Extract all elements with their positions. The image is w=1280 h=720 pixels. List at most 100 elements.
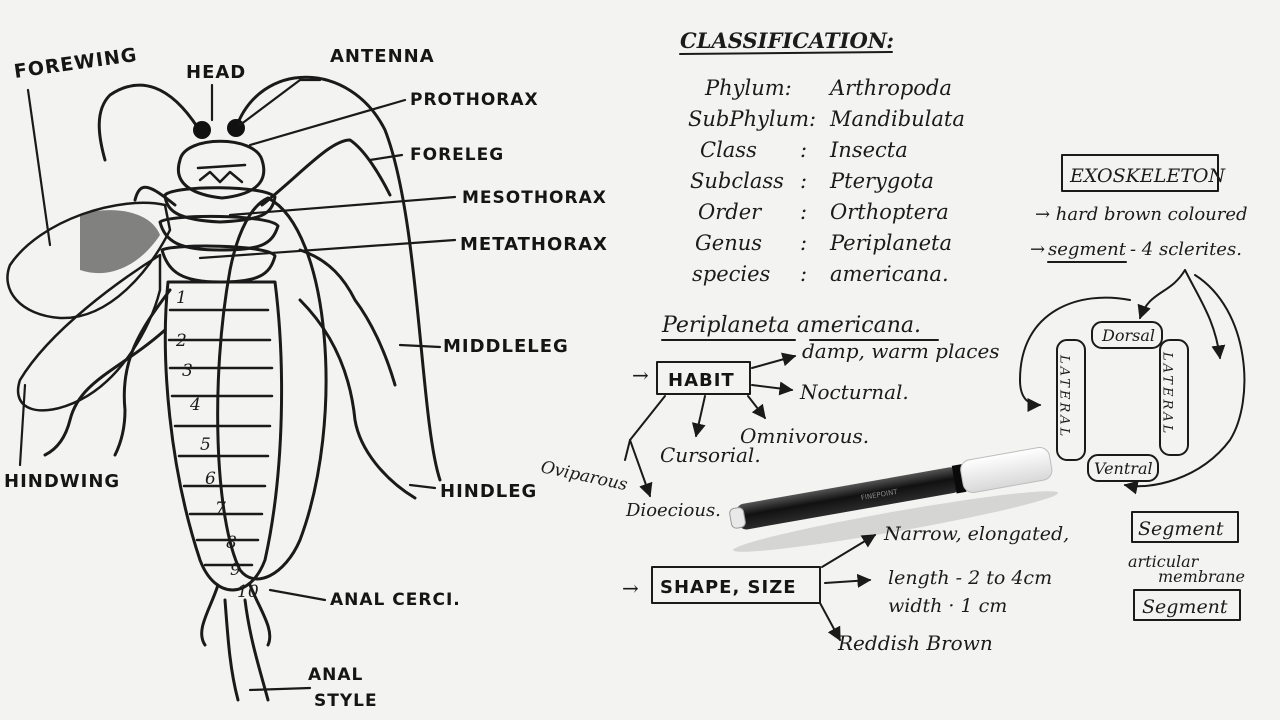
right-lateral-sclerite <box>1159 339 1189 456</box>
right-antenna <box>234 75 442 482</box>
label-head: HEAD <box>186 62 246 83</box>
segment-label-upper: Segment <box>1138 518 1224 540</box>
mouth-parts <box>196 163 247 184</box>
right-hindleg <box>298 298 417 500</box>
anal-cerci <box>200 583 272 647</box>
classification-separator: : <box>800 200 807 224</box>
label-forewing: FOREWING <box>13 44 139 83</box>
classification-rank: Class <box>700 138 757 162</box>
exoskeleton-box-label: EXOSKELETON <box>1069 165 1226 187</box>
classification-rows: Phylum:ArthropodaSubPhylum:MandibulataCl… <box>688 76 965 286</box>
anal-styles <box>223 598 270 702</box>
abdomen-segment-number: 6 <box>205 469 216 489</box>
shape-pointer-arrow: → <box>622 576 639 600</box>
label-prothorax: PROTHORAX <box>410 90 539 110</box>
left-eye <box>193 121 211 139</box>
label-hindwing: HINDWING <box>4 471 120 492</box>
label-anal-cerci: ANAL CERCI. <box>330 590 461 610</box>
habit-item-oviparous: Oviparous <box>539 457 630 495</box>
classification-title-underline <box>679 51 893 55</box>
classification-value: Mandibulata <box>829 107 965 131</box>
left-hindleg <box>43 328 167 457</box>
abdomen-segment-number: 1 <box>176 288 187 308</box>
pen-shadow <box>733 491 1059 552</box>
classification-separator: : <box>800 169 807 193</box>
habit-item-omnivorous: Omnivorous. <box>740 424 869 448</box>
label-mesothorax: MESOTHORAX <box>462 188 607 208</box>
shape-size-block: → SHAPE, SIZE Narrow, elongated, length … <box>622 523 1069 655</box>
mesothorax-shape <box>158 214 280 252</box>
shape-item-colour: Reddish Brown <box>837 631 993 655</box>
abdomen-segment-number: 10 <box>237 582 259 602</box>
right-eye <box>227 119 245 137</box>
right-midleg <box>298 248 397 387</box>
classification-rank: Order <box>698 200 763 224</box>
classification-rank: species <box>692 262 771 286</box>
classification-separator: : <box>800 231 807 255</box>
label-anal-style-2: STYLE <box>314 691 378 711</box>
membrane-label-2: membrane <box>1158 567 1245 586</box>
classification-rank: Genus <box>695 231 762 255</box>
abdomen-segment-number: 2 <box>175 331 187 351</box>
classification-rank: SubPhylum: <box>688 107 816 131</box>
marker-pen: FINEPOINT <box>729 447 1059 552</box>
segment-box-upper <box>1131 511 1239 543</box>
habit-box-label: HABIT <box>668 370 735 391</box>
left-foreleg <box>133 186 177 207</box>
left-lateral-sclerite <box>1056 339 1086 461</box>
metathorax-shape <box>160 244 277 284</box>
abdomen-segment-number: 8 <box>226 533 237 553</box>
segment-label-lower: Segment <box>1142 596 1228 618</box>
exoskeleton-line-2-segment: segment <box>1048 239 1127 260</box>
classification-value: Periplaneta <box>829 231 952 255</box>
left-antenna <box>97 83 200 162</box>
habit-item-cursorial: Cursorial. <box>660 443 761 467</box>
classification-value: Arthropoda <box>828 76 952 100</box>
exoskeleton-box <box>1061 154 1219 192</box>
classification-rank: Subclass <box>690 169 784 193</box>
classification-value: Insecta <box>829 138 908 162</box>
left-midleg <box>113 288 172 457</box>
habit-box <box>656 361 751 395</box>
classification-block: CLASSIFICATION: Phylum:ArthropodaSubPhyl… <box>679 28 965 286</box>
exoskeleton-line-1: → hard brown coloured <box>1035 204 1248 225</box>
dorsal-sclerite <box>1091 321 1163 349</box>
abdomen-segment-number: 4 <box>189 395 201 415</box>
shape-size-box-label: SHAPE, SIZE <box>660 577 797 598</box>
label-middle-leg: MIDDLELEG <box>443 336 569 357</box>
species-heading: Periplaneta americana. <box>661 313 921 338</box>
abdomen-segment-number: 7 <box>215 499 226 519</box>
forewing-shape <box>6 201 172 320</box>
pointer-lines <box>18 78 457 692</box>
membrane-label-1: articular <box>1128 552 1200 571</box>
sclerite-arrows <box>1019 269 1246 495</box>
classification-value: Orthoptera <box>830 200 949 224</box>
label-metathorax: METATHORAX <box>460 234 608 255</box>
shape-item-width: width · 1 cm <box>888 595 1007 617</box>
habit-block: Periplaneta americana. → HABIT damp, war… <box>539 313 1000 521</box>
shape-item-length: length - 2 to 4cm <box>888 567 1052 589</box>
tegmen-shape <box>216 196 328 581</box>
habit-item-dioecious: Dioecious. <box>625 500 721 521</box>
dorsal-label: Dorsal <box>1101 326 1155 345</box>
label-foreleg: FORELEG <box>410 145 504 165</box>
exoskeleton-line-2-prefix: → <box>1030 239 1045 260</box>
ventral-sclerite <box>1087 454 1159 482</box>
habit-pointer-arrow: → <box>632 363 649 387</box>
exoskeleton-line-2-suffix: - 4 sclerites. <box>1130 239 1242 260</box>
forewing-dark-patch <box>80 210 160 274</box>
label-anal-style-1: ANAL <box>308 665 363 685</box>
pen-cap <box>960 447 1053 493</box>
abdomen-segment-number: 9 <box>230 560 241 580</box>
shape-item-narrow: Narrow, elongated, <box>883 523 1069 545</box>
pen-barrel <box>736 467 961 530</box>
label-hindleg: HINDLEG <box>440 481 537 502</box>
ventral-label: Ventral <box>1094 459 1153 478</box>
right-lateral-label: LATERAL <box>1160 351 1175 436</box>
habit-item-damp: damp, warm places <box>802 339 1000 363</box>
label-antenna: ANTENNA <box>330 46 435 67</box>
abdomen-segment-number: 3 <box>182 361 193 381</box>
